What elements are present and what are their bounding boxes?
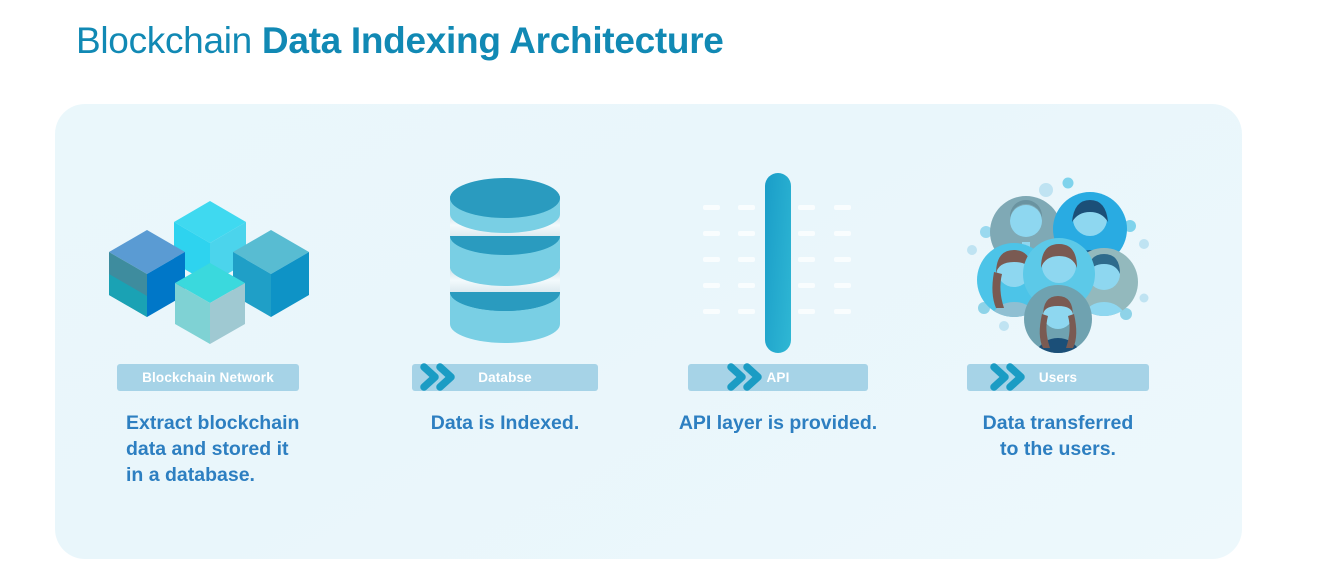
api-bar-icon xyxy=(678,169,878,359)
diagram-panel: Blockchain Network Extract blockchain da… xyxy=(55,104,1242,559)
database-stack-icon xyxy=(450,178,560,343)
connector-arrow-1 xyxy=(413,353,461,401)
api-dash xyxy=(834,309,851,314)
blockchain-cubes-icon xyxy=(109,201,309,344)
api-dash xyxy=(798,283,815,288)
api-dash xyxy=(798,257,815,262)
api-dash xyxy=(798,231,815,236)
step-caption-users: Data transferred to the users. xyxy=(982,412,1134,460)
step-database: Databse Data is Indexed. xyxy=(382,164,628,544)
step-users: Users Data transferred to the users. xyxy=(935,164,1181,544)
api-dash xyxy=(703,309,720,314)
api-art xyxy=(655,164,901,364)
api-dash xyxy=(834,205,851,210)
database-art xyxy=(382,164,628,364)
cube-right xyxy=(233,230,309,317)
step-caption-blockchain-network: Extract blockchain data and stored it in… xyxy=(126,412,300,486)
avatar xyxy=(1024,285,1092,353)
api-dash xyxy=(738,257,755,262)
api-dash xyxy=(738,283,755,288)
step-label-api: API xyxy=(688,364,868,391)
api-dash xyxy=(834,257,851,262)
users-group-icon xyxy=(967,177,1149,353)
api-dash xyxy=(703,257,720,262)
api-dash xyxy=(834,283,851,288)
api-dash xyxy=(703,283,720,288)
connector-arrow-2 xyxy=(720,353,768,401)
connector-arrow-3 xyxy=(983,353,1031,401)
api-dash xyxy=(738,205,755,210)
page-title-bold: Data Indexing Architecture xyxy=(261,20,724,61)
api-dash xyxy=(703,231,720,236)
cube-bottom xyxy=(175,263,245,344)
page-title-light: Blockchain xyxy=(76,20,252,61)
page-title: Blockchain Data Indexing Architecture xyxy=(76,20,724,62)
api-dash xyxy=(738,231,755,236)
api-dash xyxy=(703,205,720,210)
double-chevron-right-icon xyxy=(420,363,455,391)
step-api: API API layer is provided. xyxy=(655,164,901,544)
step-caption-database: Data is Indexed. xyxy=(430,412,580,434)
decorative-dots xyxy=(967,177,1149,341)
api-dash xyxy=(834,231,851,236)
blockchain-cubes-art xyxy=(85,164,331,364)
double-chevron-right-icon xyxy=(727,363,762,391)
step-label-blockchain-network: Blockchain Network xyxy=(117,364,299,391)
api-dash xyxy=(798,309,815,314)
step-caption-api: API layer is provided. xyxy=(678,412,878,434)
api-dash xyxy=(798,205,815,210)
step-blockchain-network: Blockchain Network Extract blockchain da… xyxy=(85,164,331,544)
cube-left xyxy=(109,230,185,317)
users-art xyxy=(935,164,1181,364)
api-bar-shape xyxy=(765,173,791,353)
api-dash xyxy=(738,309,755,314)
double-chevron-right-icon xyxy=(990,363,1025,391)
